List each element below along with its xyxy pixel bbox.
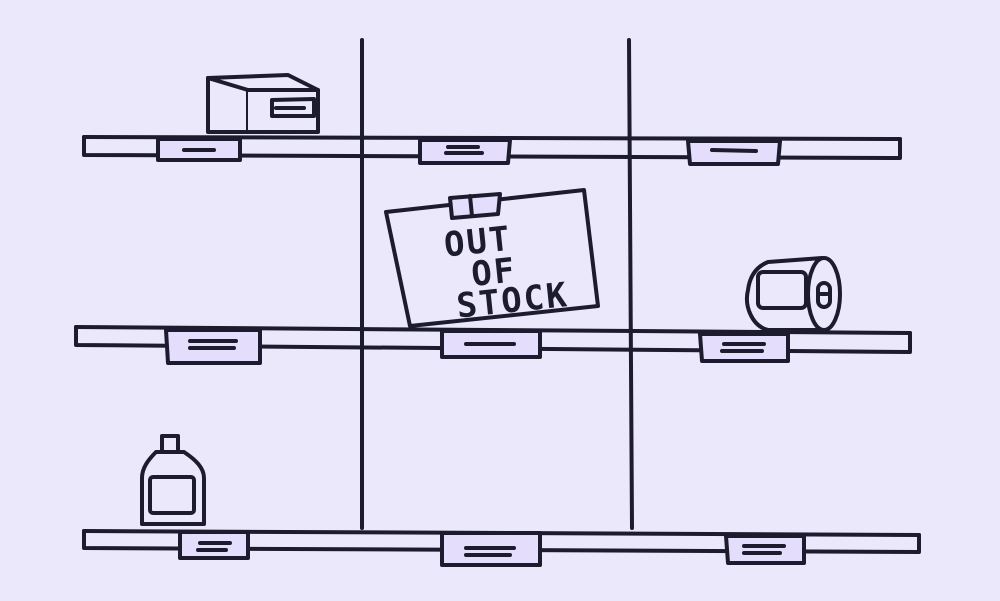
price-label — [698, 332, 790, 363]
price-label — [418, 138, 512, 165]
price-label — [178, 530, 250, 560]
sign-line-2: OF — [469, 250, 518, 294]
price-label — [724, 534, 806, 565]
price-label — [440, 329, 542, 359]
out-of-stock-sign — [384, 188, 600, 328]
bottle-product-icon — [140, 434, 206, 526]
divider-right — [627, 38, 634, 530]
price-label — [440, 531, 542, 567]
sign-line-1: OUT — [442, 219, 513, 266]
price-label — [164, 328, 262, 365]
price-label — [156, 137, 242, 162]
box-product-icon — [206, 73, 320, 134]
can-product-icon — [745, 256, 842, 332]
price-label — [686, 139, 782, 166]
